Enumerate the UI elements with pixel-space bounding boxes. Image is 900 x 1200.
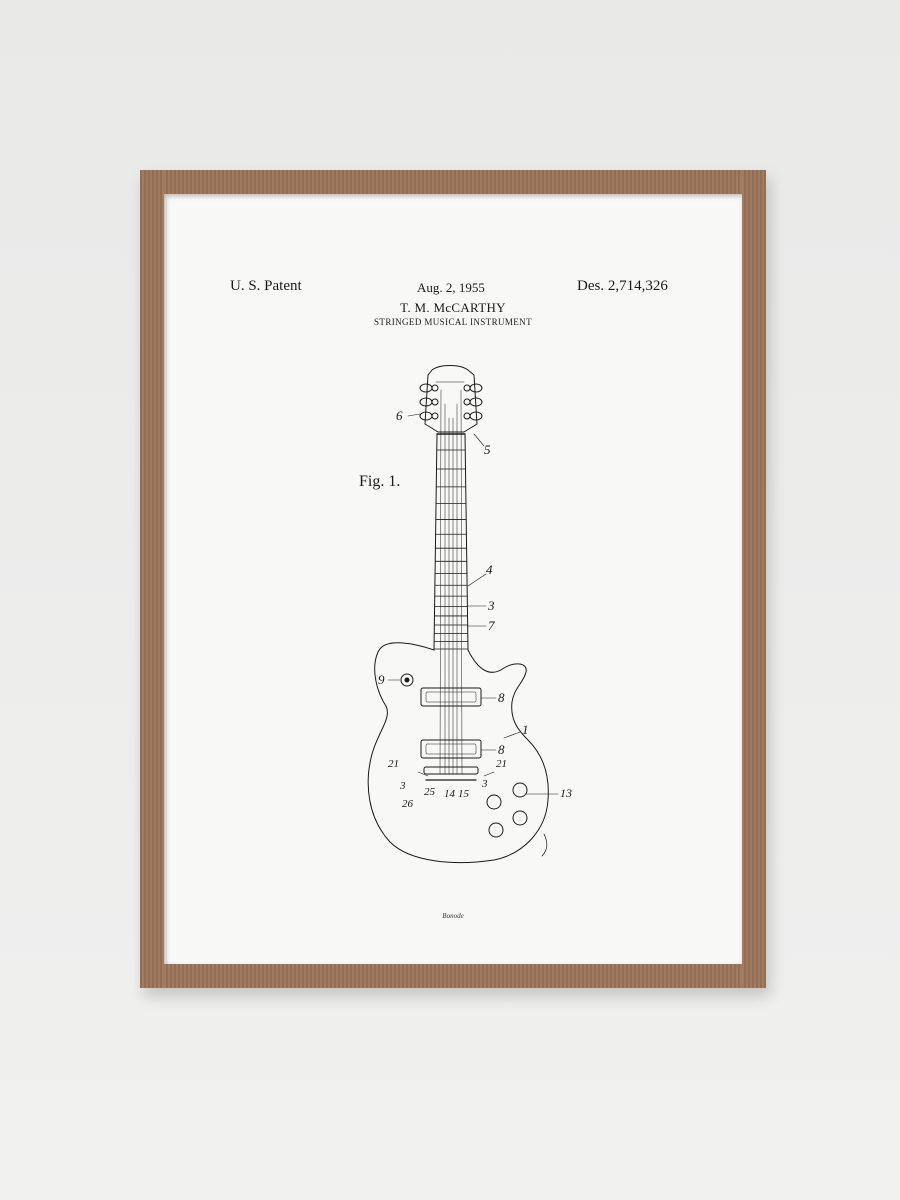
callout-number-21-right: 21 (496, 758, 507, 770)
headstock (424, 365, 478, 433)
tuning-pegs-right (463, 383, 483, 421)
callout-number-8-upper: 8 (498, 690, 505, 705)
callout-number-3-right: 3 (482, 778, 488, 790)
patent-title: STRINGED MUSICAL INSTRUMENT (374, 317, 532, 327)
patent-header-left: U. S. Patent (230, 278, 302, 294)
patent-poster: U. S. Patent Aug. 2, 1955 Des. 2,714,326… (164, 194, 742, 964)
frets (433, 449, 469, 650)
guitar-strings (439, 389, 463, 775)
selector-switch (400, 673, 414, 687)
callout-number-21-left: 21 (388, 758, 399, 770)
callout-number-4: 4 (486, 562, 493, 577)
callout-number-13: 13 (560, 786, 572, 800)
callout-number-6: 6 (396, 408, 403, 423)
callout-number-3-left: 3 (400, 780, 406, 792)
callout-number-1: 1 (522, 722, 529, 737)
guitar-neck (433, 433, 469, 651)
control-knobs (486, 782, 528, 838)
callout-number-25: 25 (424, 786, 435, 798)
callout-number-5: 5 (484, 442, 491, 457)
artist-signature: Bonode (442, 912, 464, 920)
callout-number-14: 14 (444, 788, 455, 800)
neck-pickup (420, 687, 482, 707)
patent-date: Aug. 2, 1955 (417, 280, 485, 295)
bridge-pickup (420, 739, 482, 759)
inventor-name: T. M. McCARTHY (400, 300, 506, 315)
callout-number-26: 26 (402, 798, 413, 810)
picture-frame: U. S. Patent Aug. 2, 1955 Des. 2,714,326… (140, 170, 766, 988)
callout-number-15: 15 (458, 788, 469, 800)
callout-number-7: 7 (488, 618, 495, 633)
guitar-body (367, 642, 549, 864)
figure-label: Fig. 1. (359, 473, 401, 490)
tuning-pegs-left (419, 383, 439, 421)
callout-leaders (387, 413, 559, 795)
callout-number-9: 9 (378, 672, 385, 687)
guitar-drawing (367, 365, 559, 864)
callout-number-3: 3 (488, 598, 495, 613)
callout-number-8-lower: 8 (498, 742, 505, 757)
patent-number: Des. 2,714,326 (577, 278, 668, 294)
bridge (423, 766, 479, 781)
